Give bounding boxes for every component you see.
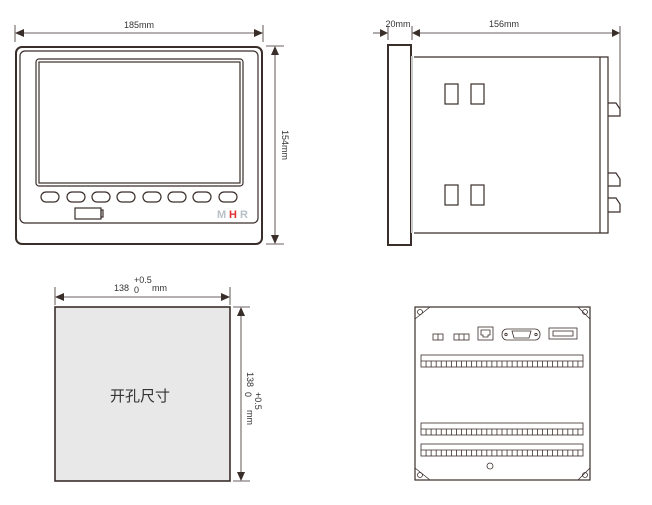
cutout-size-label: 开孔尺寸	[110, 387, 170, 405]
front-button	[40, 191, 60, 203]
brand-logo: M H R	[217, 209, 248, 221]
front-button	[218, 191, 238, 203]
front-button	[66, 191, 86, 203]
cutout-height-label: 138 +0.5 0 mm	[243, 372, 263, 425]
svg-text:+0.5: +0.5	[253, 392, 263, 410]
clip-slots	[444, 83, 485, 206]
depth-label: 156mm	[489, 19, 519, 29]
device-outer-frame	[15, 46, 263, 245]
front-buttons	[40, 191, 238, 203]
front-button	[116, 191, 136, 203]
ground-hole	[486, 462, 494, 470]
rear-panel	[414, 306, 591, 481]
svg-text:0: 0	[243, 392, 253, 397]
front-button	[192, 191, 212, 203]
svg-text:138: 138	[245, 372, 255, 387]
svg-text:H: H	[229, 209, 237, 221]
front-button	[167, 191, 187, 203]
power-terminal-icon	[548, 327, 578, 340]
svg-text:138: 138	[114, 283, 129, 293]
side-view: 20mm 156mm	[373, 19, 621, 246]
screw-icons	[417, 309, 588, 478]
usb-port-icon	[74, 207, 104, 220]
svg-text:0: 0	[134, 285, 139, 295]
width-label: 185mm	[124, 20, 154, 30]
svg-text:mm: mm	[152, 283, 167, 293]
rear-connectors	[608, 102, 621, 213]
height-label: 154mm	[280, 130, 290, 160]
svg-text:M: M	[217, 209, 226, 221]
back-view	[414, 306, 591, 481]
front-view: 185mm 154mm M H R	[14, 20, 290, 245]
communication-ports	[432, 326, 578, 341]
cutout-width-label: 138 +0.5 0 mm	[114, 275, 167, 295]
svg-text:+0.5: +0.5	[134, 275, 152, 285]
db9-serial-port-icon	[501, 328, 541, 341]
terminal-strip	[420, 354, 584, 368]
terminal-strip	[420, 422, 584, 436]
terminal-strip	[420, 443, 584, 457]
ethernet-port-icon	[477, 326, 494, 341]
panel-thickness-label: 20mm	[385, 19, 410, 29]
cutout-view: 138 +0.5 0 mm 138 +0.5 0 mm 开孔尺寸	[54, 275, 263, 482]
front-panel-side	[387, 44, 412, 246]
terminal-3pin	[453, 333, 470, 341]
display-screen	[35, 58, 244, 187]
device-bezel	[19, 50, 259, 224]
front-button	[142, 191, 162, 203]
front-button	[91, 191, 111, 203]
svg-text:R: R	[240, 209, 248, 221]
panel-cutout	[54, 306, 231, 482]
svg-text:mm: mm	[245, 410, 255, 425]
housing-body	[414, 56, 609, 234]
